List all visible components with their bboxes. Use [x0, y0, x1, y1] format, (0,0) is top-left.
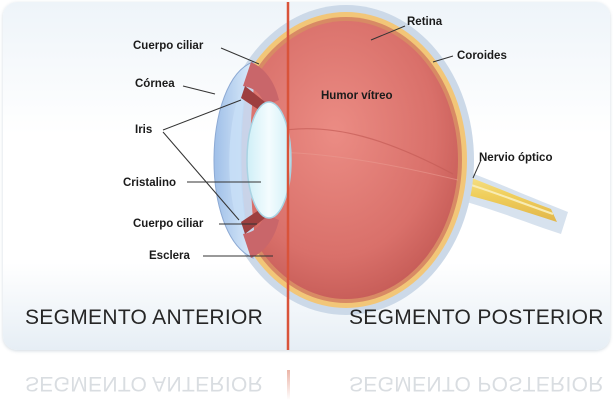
- reflection-divider: [287, 370, 290, 400]
- reflection: SEGMENTO ANTERIOR SEGMENTO POSTERIOR: [0, 348, 613, 405]
- eye-cross-section: [3, 2, 610, 350]
- label-retina: Retina: [407, 16, 442, 29]
- lens: [247, 102, 291, 218]
- label-cornea: Córnea: [135, 78, 175, 91]
- label-cristalino: Cristalino: [123, 177, 176, 190]
- diagram-card: Cuerpo ciliar Córnea Iris Cristalino Cue…: [3, 2, 610, 350]
- label-iris: Iris: [135, 124, 152, 137]
- reflection-segmento-posterior: SEGMENTO POSTERIOR: [349, 371, 604, 395]
- label-nervio-optico: Nervio óptico: [479, 152, 552, 165]
- label-cuerpo-ciliar-bottom: Cuerpo ciliar: [133, 218, 203, 231]
- label-coroides: Coroides: [457, 50, 507, 63]
- label-segmento-anterior: SEGMENTO ANTERIOR: [25, 306, 263, 330]
- label-esclera: Esclera: [149, 250, 190, 263]
- reflection-segmento-anterior: SEGMENTO ANTERIOR: [25, 371, 263, 395]
- label-humor-vitreo: Humor vítreo: [321, 90, 393, 103]
- label-cuerpo-ciliar-top: Cuerpo ciliar: [133, 40, 203, 53]
- label-segmento-posterior: SEGMENTO POSTERIOR: [349, 306, 604, 330]
